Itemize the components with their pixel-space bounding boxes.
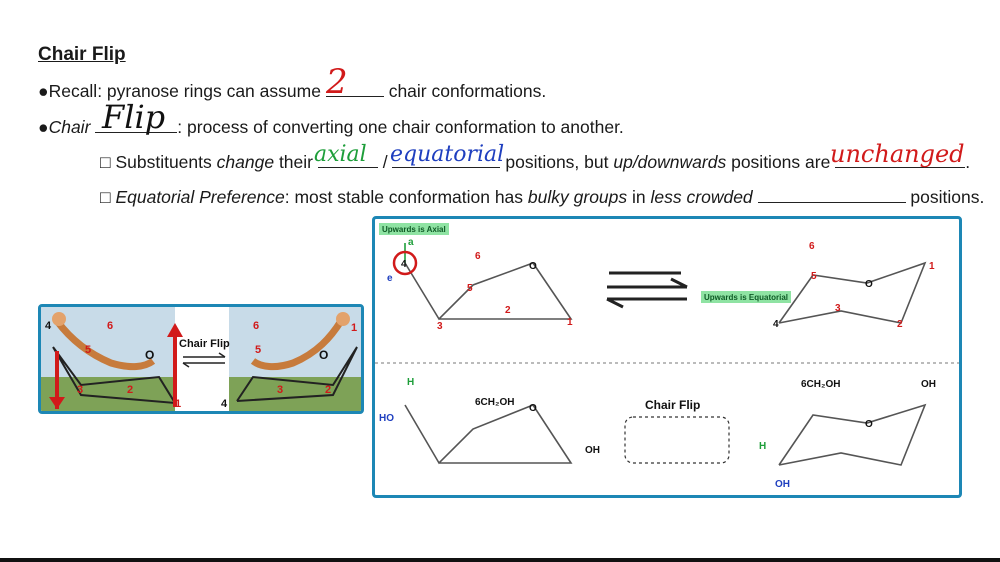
carbon-1-label: 1 [175,398,181,410]
carbon-5-label: 5 [85,344,91,356]
carbon-3-label: 3 [437,321,443,332]
carbon-5-label: 5 [811,271,817,282]
axial-label: a [408,237,414,248]
text: up/downwards [613,152,727,172]
chair-conformation-diagram: Upwards is Axial Upwards is Equatorial 4… [372,216,962,498]
carbon-5-label: 5 [255,344,261,356]
handwritten-answer-unchanged: unchanged [830,140,965,168]
answer-blank-4 [757,186,906,203]
text: positions. [910,187,985,207]
upwards-axial-tag: Upwards is Axial [382,225,446,234]
text: in [632,187,646,207]
carbon-3-label: 3 [277,384,283,396]
carbon-6-label: 6 [809,241,815,252]
hydroxyl-label: HO [379,413,394,424]
ring-oxygen-label: O [145,348,154,362]
ring-oxygen-label: O [865,419,873,430]
carbon-4-label: 4 [45,320,52,332]
chair-term: Chair [48,117,91,137]
chair-flip-box-label: Chair Flip [645,398,700,412]
answer-blank-1 [325,80,384,97]
text: : most stable conformation has [284,187,524,207]
carbon-4-label: 4 [221,398,228,410]
carbon-2-label: 2 [505,305,511,316]
equatorial-preference-line: □ Equatorial Preference: most stable con… [100,186,984,208]
text: less crowded [650,187,753,207]
ch2oh-label: 6CH₂OH [801,379,840,390]
carbon-3-label: 3 [77,384,83,396]
checkbox-glyph: □ [100,187,111,207]
bottom-rule [0,558,1000,562]
chair-diagram-svg: Upwards is Axial Upwards is Equatorial 4… [375,223,959,490]
chair-flip-placeholder [624,416,730,464]
ring-oxygen-label: O [865,279,873,290]
person-head [336,312,350,326]
highlight-circle [392,250,418,276]
handwritten-answer-axial: axial [314,142,367,167]
carbon-3-label: 3 [835,303,841,314]
carbon-2-label: 2 [127,384,133,396]
period: . [965,152,971,172]
heading: Chair Flip [38,44,126,65]
answer-blank-axial [317,151,378,168]
recall-line: ●Recall: pyranose rings can assume chair… [38,80,546,102]
person-head [52,312,66,326]
hydrogen-label: H [759,441,766,452]
text: Equatorial Preference [115,187,285,207]
substituents-line: □ Substituents change their / positions,… [100,151,970,173]
slash: / [382,152,388,172]
carbon-2-label: 2 [897,319,903,330]
handwritten-answer-2: 2 [326,62,348,102]
lounge-chair-svg: 4 6 5 O 3 2 1 Chair Flip 6 5 O 1 3 2 4 [41,307,361,411]
carbon-6-label: 6 [107,320,113,332]
carbon-1-label: 1 [567,317,573,328]
chair-flip-label: Chair Flip [179,338,230,350]
carbon-6-label: 6 [253,320,259,332]
text: their [278,152,313,172]
hydrogen-label: H [407,377,414,388]
bullet-2: ● [38,117,49,137]
recall-text: ●Recall: pyranose rings can assume [38,81,321,101]
text: change [216,152,275,172]
ring-oxygen-label: O [529,261,537,272]
checkbox-glyph: □ [100,152,111,172]
text: positions, but [505,152,609,172]
text: Substituents [115,152,212,172]
definition-after: : process of converting one chair confor… [177,117,624,137]
carbon-1-label: 1 [929,261,935,272]
equatorial-label: e [387,273,393,284]
hydroxyl-label: OH [921,379,936,390]
ring-oxygen-label: O [319,348,328,362]
handwritten-answer-flip: Flip [102,98,166,136]
definition-line: ●Chair : process of converting one chair… [38,116,624,138]
recall-after: chair conformations. [388,81,547,101]
upwards-equatorial-tag: Upwards is Equatorial [704,293,788,302]
hydroxyl-label: OH [775,479,790,490]
lounge-chair-illustration: 4 6 5 O 3 2 1 Chair Flip 6 5 O 1 3 2 4 [38,304,364,414]
handwritten-answer-equatorial: equatorial [390,142,505,167]
carbon-5-label: 5 [467,283,473,294]
carbon-4-label: 4 [773,319,779,330]
answer-blank-2 [95,116,178,133]
answer-blank-equatorial [392,151,501,168]
ring-oxygen-label: O [529,403,537,414]
text: positions are [731,152,831,172]
hydroxyl-label: OH [585,445,600,456]
ch2oh-label: 6CH₂OH [475,397,514,408]
text: bulky groups [527,187,628,207]
carbon-1-label: 1 [351,322,357,334]
answer-blank-unchanged [835,151,966,168]
carbon-4-label: 4 [401,259,407,270]
carbon-2-label: 2 [325,384,331,396]
carbon-6-label: 6 [475,251,481,262]
